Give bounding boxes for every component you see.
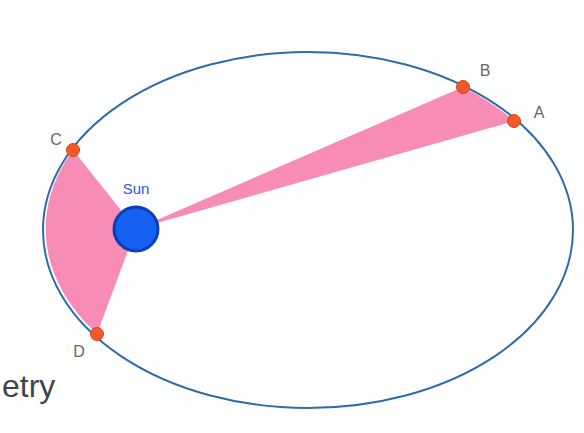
sun-node: Sun (112, 180, 160, 253)
point-label: D (73, 343, 85, 361)
planet-dot (508, 115, 521, 128)
swept-area (136, 87, 514, 229)
planet-dot (67, 144, 80, 157)
orbit-ellipse (43, 52, 573, 408)
planet-dot (457, 81, 470, 94)
sun-circle (114, 207, 158, 251)
point-label: A (534, 104, 545, 122)
point-label: B (480, 62, 491, 80)
sun-label: Sun (123, 180, 150, 197)
cropped-word: etry (2, 368, 55, 405)
planet-dot (91, 328, 104, 341)
point-label: C (50, 131, 62, 149)
